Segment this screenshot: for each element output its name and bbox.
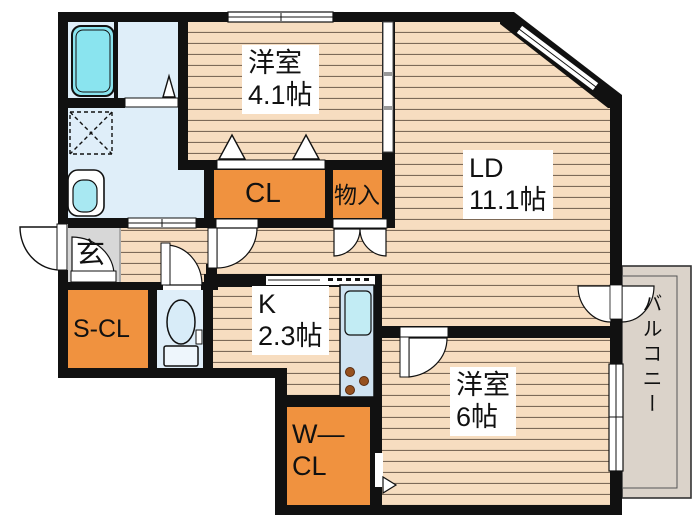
room-4-1-name: 洋室	[248, 48, 302, 78]
label-ld: LD 11.1帖	[463, 150, 553, 219]
ld-name: LD	[469, 153, 504, 183]
balcony-text: バルコニー	[639, 293, 661, 418]
openings	[19, 11, 655, 495]
wcl-line1: W—	[292, 419, 345, 449]
wall-hall-stub	[206, 264, 217, 278]
wall-tub-divider	[114, 22, 118, 98]
wall-bottomleft-outer	[58, 368, 287, 378]
ld-size: 11.1帖	[469, 185, 547, 216]
entrance-door	[19, 223, 68, 271]
wall-genkan-bottom	[58, 282, 218, 290]
closet-bifold-doors	[216, 133, 326, 170]
wcl-line2: CL	[292, 451, 327, 482]
label-wcl: W— CL	[292, 418, 344, 483]
window-room6-balcony	[608, 363, 624, 472]
kitchen-size: 2.3帖	[258, 321, 323, 352]
wall-right-upper	[610, 95, 622, 285]
wall-bath-bottom	[68, 98, 125, 108]
wall-right-lower	[610, 468, 622, 515]
wall-left-outer	[58, 12, 68, 378]
stove-burners	[345, 367, 369, 395]
monoiri-double-doors	[332, 218, 388, 257]
genkan-text: 玄	[76, 238, 106, 270]
room6-door	[399, 326, 449, 378]
monoiri-text: 物入	[334, 182, 380, 208]
floors	[68, 22, 622, 515]
wall-bottom-outer	[275, 505, 622, 515]
cl-text: CL	[245, 177, 281, 208]
window-room41-top	[227, 11, 334, 23]
wcl-floor	[285, 405, 372, 507]
washbasin	[67, 169, 105, 217]
label-room-6: 洋室 6帖	[450, 367, 516, 436]
label-monoiri: 物入	[334, 182, 380, 210]
wall-right-mid	[610, 318, 622, 368]
washing-machine-pan	[69, 111, 113, 155]
hallway-door	[207, 218, 259, 269]
fixtures	[67, 25, 375, 398]
kitchen-counter	[339, 284, 375, 398]
scl-text: S-CL	[73, 315, 130, 343]
room-6-size: 6帖	[456, 402, 499, 433]
room-4-1-size: 4.1帖	[248, 80, 313, 111]
closet-cl-floor	[213, 165, 325, 222]
bath-folding-door	[124, 73, 179, 108]
label-cl: CL	[245, 176, 281, 210]
kitchen-opening	[266, 276, 375, 285]
sliding-door-partition	[382, 21, 394, 153]
wall-bath-right	[178, 12, 188, 170]
wall-toilet-right	[203, 282, 213, 378]
scl-door	[70, 236, 117, 283]
washroom-sliding-door	[127, 217, 197, 229]
room-6-name: 洋室	[456, 370, 510, 400]
label-room-4-1: 洋室 4.1帖	[242, 45, 319, 114]
kitchen-name: K	[258, 289, 277, 319]
wall-wcl-left	[275, 368, 287, 510]
wcl-opening	[375, 453, 383, 487]
wall-washroom-nook	[204, 165, 214, 222]
wall-cl-divider	[325, 165, 333, 222]
wall-scl-toilet	[148, 287, 157, 378]
label-scl: S-CL	[73, 314, 130, 344]
wall-kitchen-wcl	[277, 395, 380, 407]
monoiri-floor	[333, 165, 382, 222]
scl-floor	[68, 290, 148, 368]
toilet	[163, 299, 203, 367]
balcony-door	[577, 284, 655, 323]
bathtub	[71, 25, 115, 97]
label-balcony: バルコニー	[638, 293, 662, 483]
label-genkan: 玄	[76, 237, 105, 272]
label-kitchen: K 2.3帖	[252, 286, 329, 355]
ld-floor	[217, 22, 612, 326]
toilet-door	[160, 242, 203, 290]
vent-triangle	[382, 475, 398, 495]
wall-kitchen-right	[372, 274, 382, 330]
window-diagonal	[515, 24, 600, 92]
